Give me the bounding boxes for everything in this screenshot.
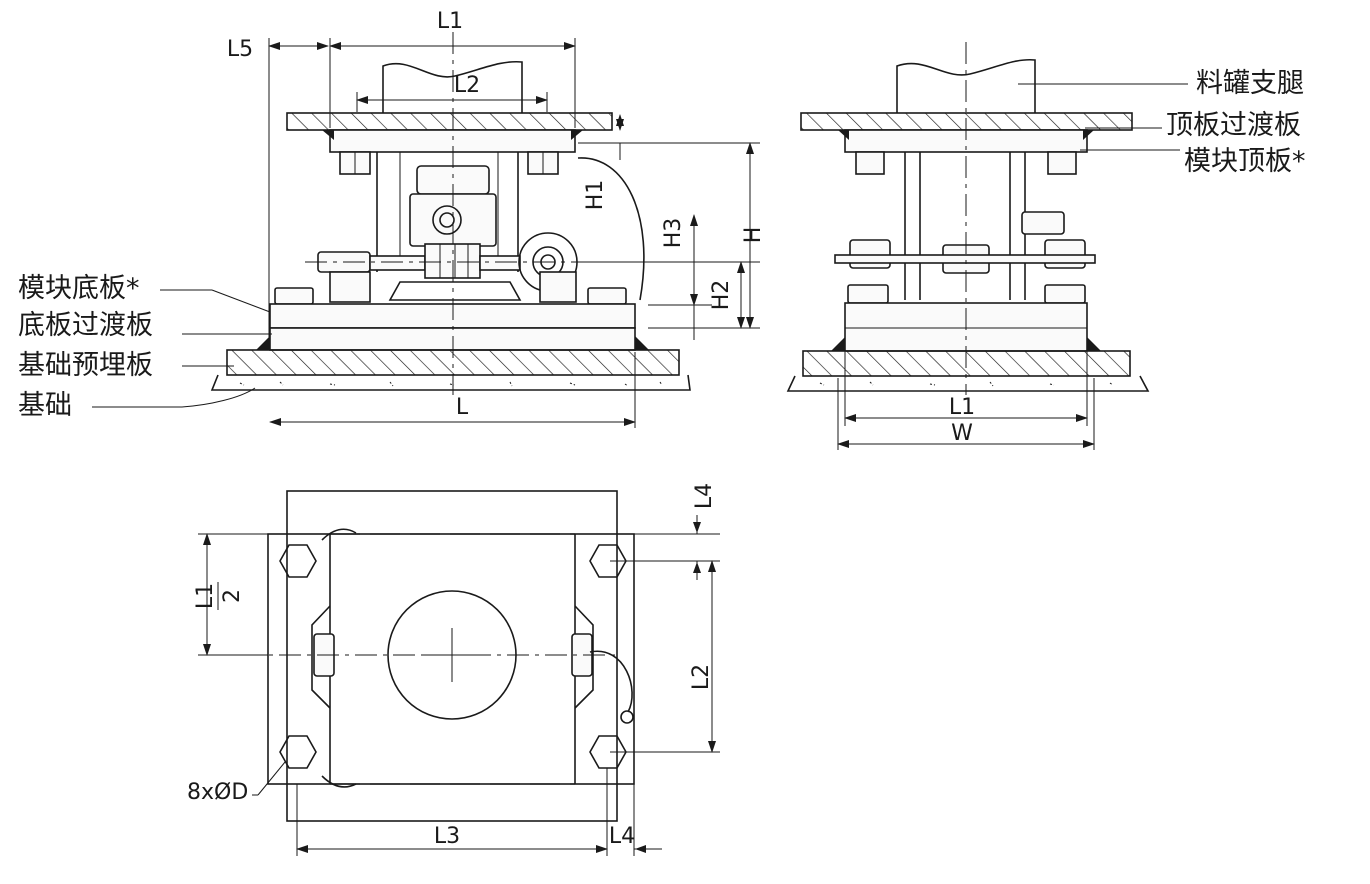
lug-left	[311, 605, 331, 709]
dim-H3-label: H3	[661, 218, 686, 249]
label-foundation: 基础	[18, 390, 72, 421]
dim-H-label: H	[741, 227, 766, 244]
svg-text:L1: L1	[193, 583, 218, 609]
base-bolt-right	[587, 287, 627, 305]
front-view: L1 L5 L2 L H H2 H3 H1 模块底板* 底板过渡板 基础预埋板 …	[18, 9, 766, 428]
label-holes: 8xØD	[187, 780, 248, 805]
side-dim-L1-label: L1	[949, 395, 975, 420]
plan-outer-plate	[286, 490, 618, 822]
plan-dim-L4-top-label: L4	[692, 483, 717, 509]
dim-L2-label: L2	[454, 73, 480, 98]
foundation	[210, 374, 691, 391]
plan-dim-L3-label: L3	[434, 824, 460, 849]
plan-view: L1 2 L2 L4 L3 L4 8xØD	[187, 483, 720, 856]
bolt-hex-bl	[279, 735, 357, 788]
lug-right	[574, 605, 594, 709]
dim-L-label: L	[456, 395, 469, 420]
base-bolt-left	[274, 287, 314, 305]
label-module-top-plate: 模块顶板*	[1184, 146, 1306, 177]
tank-leg	[382, 60, 523, 113]
top-bolt-right	[527, 151, 559, 175]
side-dim-W-label: W	[951, 421, 973, 446]
svg-text:2: 2	[220, 589, 245, 603]
side-foundation	[786, 375, 1150, 392]
plan-cable	[589, 650, 633, 713]
top-transition-plate	[286, 112, 613, 131]
label-base-transition-plate: 底板过渡板	[18, 310, 153, 341]
plan-dim-L2-label: L2	[689, 664, 714, 690]
plan-dim-L4-bottom-label: L4	[609, 824, 635, 849]
dim-H1-label: H1	[583, 180, 608, 211]
dim-L5-label: L5	[227, 37, 253, 62]
top-bolt-left	[339, 151, 371, 175]
label-foundation-embedded-plate: 基础预埋板	[18, 350, 153, 381]
label-tank-leg: 料罐支腿	[1196, 68, 1304, 99]
plan-dim-L1-half-label: L1 2	[193, 582, 245, 610]
side-tank-leg	[896, 58, 1036, 113]
dim-L1-label: L1	[437, 9, 463, 34]
cable	[577, 157, 645, 301]
side-view: 料罐支腿 顶板过渡板 模块顶板* L1 W	[786, 42, 1306, 450]
label-top-transition-plate: 顶板过渡板	[1166, 110, 1301, 141]
bolt-hex-tl	[279, 528, 357, 578]
label-module-base-plate: 模块底板*	[18, 273, 140, 304]
dim-H2-label: H2	[709, 280, 734, 311]
